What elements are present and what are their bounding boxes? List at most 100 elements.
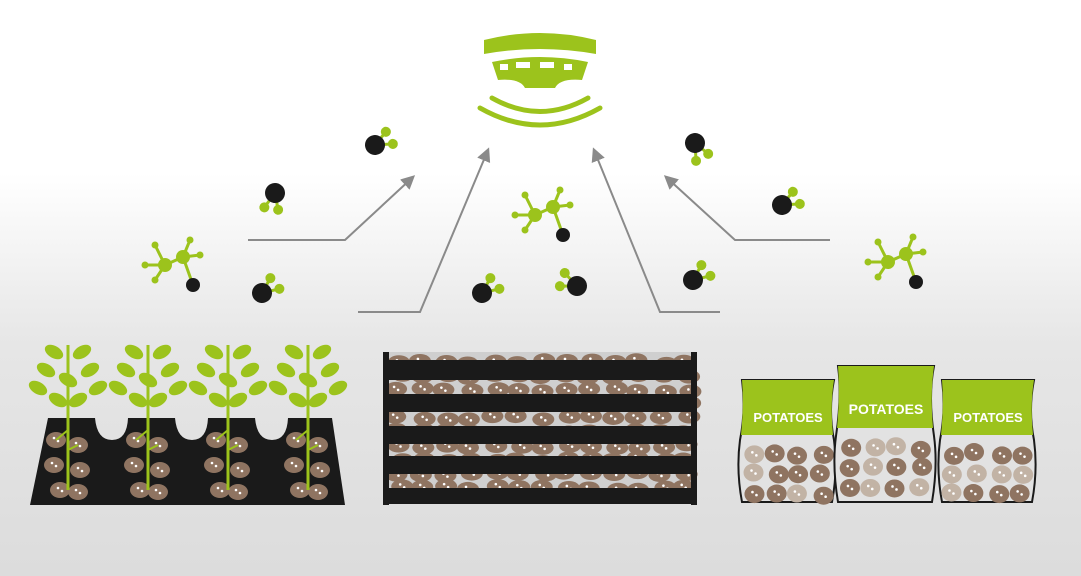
potato — [531, 440, 554, 455]
potato-plant-icon — [268, 344, 348, 500]
potato — [764, 444, 785, 463]
potato — [44, 457, 64, 473]
gas-sensor-icon — [477, 33, 603, 128]
potato — [813, 445, 834, 464]
potato — [504, 409, 527, 424]
potato — [487, 382, 510, 397]
potato — [885, 437, 906, 456]
crate-post — [383, 352, 389, 505]
potato — [863, 457, 884, 476]
potato — [290, 482, 310, 498]
water-molecule-icon — [683, 260, 716, 290]
potato — [991, 465, 1012, 484]
potato — [628, 440, 651, 455]
potato — [204, 457, 224, 473]
potato — [766, 484, 787, 503]
potato — [788, 465, 809, 484]
crate-post — [691, 352, 697, 505]
potato — [558, 409, 581, 424]
crate-slat — [383, 488, 697, 504]
bag-label: POTATOES — [849, 401, 924, 417]
potato — [50, 482, 70, 498]
potato — [578, 381, 601, 396]
potato — [865, 438, 886, 457]
potato — [308, 484, 328, 500]
potato — [412, 440, 435, 455]
potato — [432, 382, 455, 397]
potato — [385, 381, 408, 396]
potato — [992, 446, 1013, 465]
potato — [839, 459, 860, 478]
potato — [68, 484, 88, 500]
potato-bags: POTATOES POTATOES POTATOES — [737, 365, 1037, 505]
potato — [284, 457, 304, 473]
potato — [624, 410, 647, 425]
potato — [744, 445, 765, 464]
potato — [941, 483, 962, 502]
potato — [841, 438, 862, 457]
gas-molecules — [141, 126, 927, 303]
gas-flow-arrows — [248, 147, 830, 313]
potato — [1013, 465, 1034, 484]
potato — [839, 478, 860, 497]
potato — [787, 446, 808, 465]
potato — [912, 457, 933, 476]
potato — [148, 484, 168, 500]
potato — [457, 412, 480, 427]
arrow-bags — [663, 175, 830, 241]
potato — [809, 464, 830, 483]
potato-plant-icon — [28, 344, 108, 500]
potato — [944, 446, 965, 465]
potato — [813, 486, 834, 505]
potato — [1009, 484, 1030, 503]
potato — [860, 478, 881, 497]
potato — [605, 381, 628, 396]
potato — [555, 382, 578, 397]
potato — [966, 464, 987, 483]
arrow-field — [248, 175, 416, 241]
potato-bag: POTATOES — [937, 379, 1037, 504]
water-molecule-icon — [252, 273, 285, 303]
potato — [606, 440, 629, 455]
potato — [1012, 446, 1033, 465]
potato — [310, 462, 330, 478]
arrow-crate-left — [358, 147, 491, 313]
potato — [989, 485, 1010, 504]
potato — [743, 463, 764, 482]
potato — [768, 465, 789, 484]
potato — [413, 411, 436, 426]
potato — [886, 457, 907, 476]
potato — [744, 485, 765, 504]
ethylene-molecule-icon — [864, 233, 927, 289]
crate-slat — [383, 360, 697, 380]
field-soil-with-plants — [28, 344, 348, 505]
water-molecule-icon — [472, 273, 505, 303]
potato — [909, 478, 930, 497]
water-molecule-icon — [365, 126, 398, 155]
water-molecule-icon — [259, 183, 285, 215]
potato — [786, 484, 807, 503]
potato — [532, 412, 555, 427]
bag-label: POTATOES — [753, 410, 823, 425]
potato — [124, 457, 144, 473]
potato — [649, 410, 672, 425]
potato — [384, 409, 407, 424]
potato-bag: POTATOES — [737, 379, 837, 505]
potato — [437, 412, 460, 427]
crate-slat — [383, 426, 697, 444]
water-molecule-icon — [554, 268, 587, 296]
potato — [884, 479, 905, 498]
potato — [456, 440, 479, 455]
crate-slat — [383, 394, 697, 412]
potato — [964, 443, 985, 462]
potato — [602, 410, 625, 425]
potato — [481, 409, 504, 424]
water-molecule-icon — [772, 186, 805, 215]
ethylene-molecule-icon — [141, 236, 204, 292]
storage-crate — [383, 352, 702, 505]
potato — [963, 484, 984, 503]
potato — [150, 462, 170, 478]
potato — [579, 409, 602, 424]
bag-label: POTATOES — [953, 410, 1023, 425]
